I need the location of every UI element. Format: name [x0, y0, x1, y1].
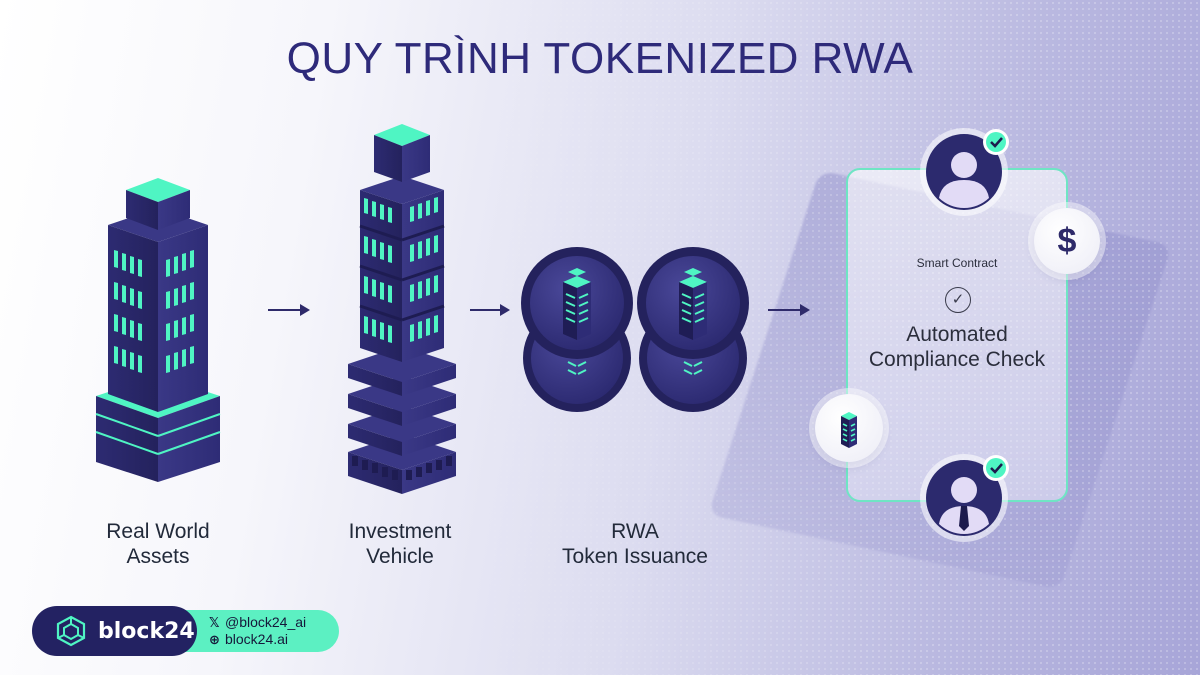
business-avatar-icon: [920, 454, 1009, 542]
token-coins-icon: [521, 247, 749, 412]
page-title: QUY TRÌNH TOKENIZED RWA: [286, 34, 914, 83]
social-x-handle: @block24_ai: [225, 614, 307, 630]
smart-contract-label: Smart Contract: [916, 256, 998, 270]
stacked-tower-icon: [348, 124, 456, 494]
arrow-right-icon: [268, 304, 310, 316]
globe-icon: ⊕: [209, 632, 220, 647]
step-label-line: RWA: [611, 520, 659, 543]
step-label-line: Token Issuance: [562, 545, 708, 568]
compliance-title-line: Compliance Check: [868, 348, 1046, 371]
brand-name: block24: [98, 618, 195, 644]
arrow-right-icon: [768, 304, 810, 316]
user-avatar-icon: [920, 128, 1009, 216]
step-label-line: Real World: [106, 520, 210, 543]
x-logo-icon: 𝕏: [209, 615, 220, 630]
step-label-line: Assets: [126, 545, 190, 568]
building-icon: [841, 412, 857, 448]
step-label-rwa-token-issuance: RWA Token Issuance: [545, 519, 725, 569]
step-label-line: Investment: [348, 520, 452, 543]
check-circle-icon: ✓: [945, 287, 971, 313]
compliance-card: [846, 168, 1068, 502]
compliance-title: Automated Compliance Check: [846, 322, 1068, 372]
verified-check-icon: [983, 455, 1009, 481]
verified-check-icon: [983, 129, 1009, 155]
step-label-investment-vehicle: Investment Vehicle: [330, 519, 470, 569]
brand-logo: block24: [32, 606, 197, 656]
step-label-real-world-assets: Real World Assets: [88, 519, 228, 569]
social-links: 𝕏 @block24_ai ⊕ block24.ai: [175, 610, 339, 652]
building-badge: [815, 394, 883, 462]
website-url: block24.ai: [225, 631, 289, 647]
arrow-right-icon: [470, 304, 510, 316]
website-link[interactable]: ⊕ block24.ai: [209, 631, 339, 648]
dollar-icon: $: [1034, 208, 1100, 274]
compliance-title-line: Automated: [906, 323, 1008, 346]
skyscraper-icon: [95, 178, 221, 482]
social-x-link[interactable]: 𝕏 @block24_ai: [209, 614, 339, 631]
block24-cube-icon: [56, 615, 86, 647]
step-label-line: Vehicle: [366, 545, 434, 568]
